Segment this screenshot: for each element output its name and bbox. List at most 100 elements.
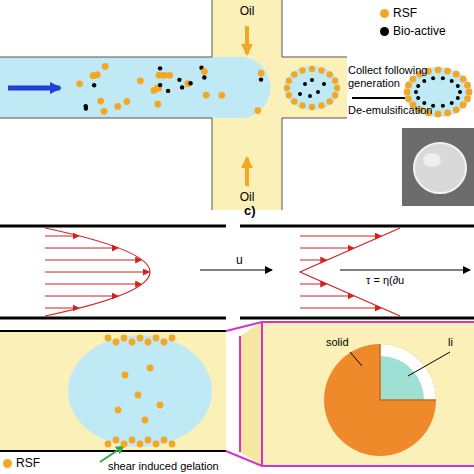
particle: [201, 68, 208, 75]
legend-entry: RSF: [380, 6, 417, 20]
droplet: [284, 66, 340, 110]
annotation: shear induced gelation: [108, 460, 219, 473]
channel-walls: [0, 0, 347, 210]
particle: [97, 98, 104, 105]
particle: [318, 67, 324, 73]
outlet-channel: [282, 57, 347, 118]
particle: [259, 77, 263, 81]
particle: [416, 84, 420, 88]
profile-arrow: [45, 308, 79, 309]
particle: [309, 66, 315, 72]
particle: [122, 372, 129, 379]
profile-arrow: [45, 236, 79, 237]
particle: [158, 66, 162, 70]
legend-text: RSF: [16, 456, 40, 470]
cut-away: [380, 344, 436, 400]
particle: [161, 72, 168, 79]
shear-arrow: [340, 269, 470, 270]
particle: [158, 83, 162, 87]
particle: [291, 71, 297, 77]
particle: [444, 110, 451, 117]
particle: [203, 92, 210, 99]
profile-arrow: [300, 296, 354, 297]
particle: [299, 102, 305, 108]
particle: [121, 441, 128, 448]
channel-walls: [0, 331, 226, 451]
particle: [202, 75, 206, 79]
profile-arrow: [45, 296, 118, 297]
particle: [135, 392, 142, 399]
shear-formula: τ = η(∂u: [366, 274, 404, 287]
particle: [101, 108, 108, 115]
particle: [115, 407, 122, 414]
particle: [435, 67, 442, 74]
profile-arrow: [300, 260, 326, 261]
particle: [464, 82, 471, 89]
part-label: solid: [326, 336, 349, 349]
inlet-channel: [0, 57, 212, 118]
profile-arrow: [300, 284, 326, 285]
particle: [105, 441, 112, 448]
particle: [76, 80, 83, 87]
particle: [444, 68, 451, 75]
particle: [145, 339, 152, 346]
sem-capsule: [414, 143, 466, 193]
particle: [456, 84, 460, 88]
channel-label: Oil: [212, 190, 282, 204]
particle: [435, 111, 442, 118]
particle: [326, 71, 332, 77]
particle: [441, 76, 445, 80]
legend-swatch: [3, 459, 12, 468]
particle: [94, 71, 101, 78]
particle: [332, 92, 338, 98]
particle: [414, 90, 418, 94]
channel-3d-side: [240, 322, 262, 466]
particle: [114, 103, 121, 110]
process-label: Collect following generation: [348, 64, 448, 89]
particle: [188, 81, 192, 85]
process-label: De-emulsification: [348, 104, 458, 117]
particle: [322, 82, 326, 86]
particle: [299, 67, 305, 73]
particle: [258, 70, 265, 77]
zoom-outline: [226, 322, 474, 466]
particle: [456, 96, 460, 100]
oil-channel: [0, 331, 226, 451]
channel-walls: [0, 226, 474, 318]
particle: [161, 339, 168, 346]
particle: [177, 78, 181, 82]
fluid-front: [212, 57, 270, 118]
oil-arrow: [245, 26, 249, 54]
particle: [129, 437, 136, 444]
particle: [102, 63, 109, 70]
particle: [137, 441, 144, 448]
particle: [169, 335, 176, 342]
particle: [450, 101, 454, 105]
legend-entry: RSF: [3, 456, 40, 470]
velocity-profile: [45, 228, 150, 316]
particle: [310, 78, 314, 82]
particle: [153, 335, 160, 342]
profile-arrow: [300, 236, 381, 237]
particle: [113, 339, 120, 346]
particle: [326, 98, 332, 104]
particle: [113, 437, 120, 444]
particle: [166, 89, 170, 93]
particle: [218, 92, 225, 99]
particle: [334, 85, 340, 91]
profile-arrow: [45, 272, 149, 273]
particle: [404, 89, 411, 96]
particle: [180, 85, 184, 89]
particle: [137, 335, 144, 342]
particle: [147, 365, 154, 372]
cut-edge: [380, 344, 436, 400]
particle: [286, 92, 292, 98]
flow-arrow: [8, 86, 60, 91]
particle: [410, 76, 417, 83]
profile-arrow: [45, 284, 141, 285]
sem-highlight: [423, 153, 441, 167]
particle: [458, 90, 462, 94]
particle: [123, 98, 130, 105]
particle: [298, 92, 302, 96]
legend-entry: Bio-active: [380, 24, 446, 38]
